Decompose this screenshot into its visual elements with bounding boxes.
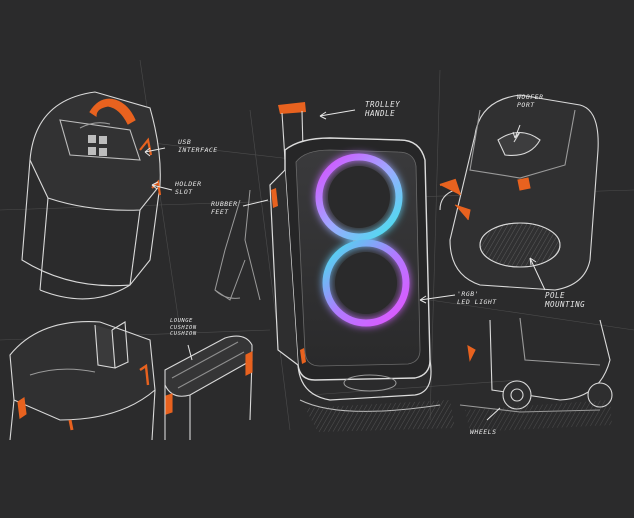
label-pole-mounting: POLE MOUNTING [545, 291, 586, 309]
speaker-bottom-view-sketch [439, 94, 599, 291]
label-rgb-led-light: 'RGB' LED LIGHT [457, 290, 497, 306]
speaker-top-view-sketch [21, 91, 162, 300]
label-wheels: WHEELS [470, 428, 497, 436]
handle-cushion-sketch [164, 335, 253, 440]
leader-arrows [144, 109, 546, 421]
label-rubber-feet: RUBBER FEET [211, 200, 238, 216]
label-usb-interface: USB INTERFACE [178, 138, 218, 154]
label-trolley-handle: TROLLEY HANDLE [365, 100, 401, 118]
speaker-handle-closeup-sketch [9, 321, 156, 441]
rgb-led-rings [315, 153, 410, 327]
label-handle-cushion: LOUNGE CUSHION CUSHION [170, 318, 197, 337]
label-woofer-port: WOOFER PORT [517, 93, 544, 109]
main-speaker-sketch [214, 102, 455, 432]
label-holder-slot: HOLDER SLOT [175, 180, 202, 196]
wheels-sketch [459, 317, 613, 432]
